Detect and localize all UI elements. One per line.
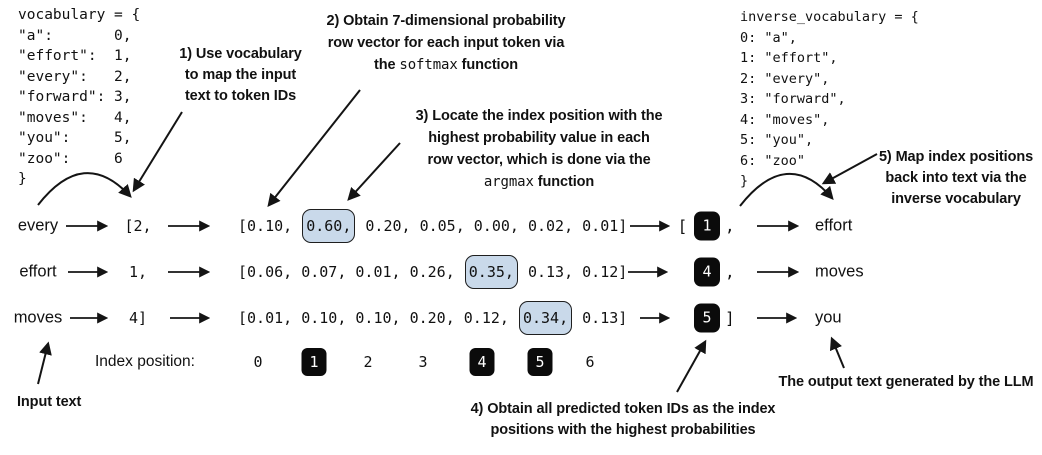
input-word: moves bbox=[13, 308, 63, 327]
index-cell-0: 0 bbox=[253, 353, 263, 371]
arrow-step3-pointer bbox=[347, 142, 401, 201]
index-cell-6: 6 bbox=[585, 353, 595, 371]
predicted-id-box: 4 bbox=[694, 257, 720, 287]
input-word: effort bbox=[19, 262, 57, 281]
step1-line: to map the input bbox=[184, 67, 297, 83]
step1-line: 1) Use vocabulary bbox=[179, 46, 302, 62]
input-word: every bbox=[17, 216, 59, 235]
arrow-step2-pointer bbox=[267, 89, 361, 208]
inverse-vocabulary-code: inverse_vocabulary = { 0: "a", 1: "effor… bbox=[740, 9, 919, 189]
step3-line: 3) Locate the index position with the bbox=[415, 108, 663, 124]
step2-annotation: 2) Obtain 7-dimensional probability row … bbox=[315, 10, 577, 76]
step3-annotation: 3) Locate the index position with the hi… bbox=[395, 105, 683, 193]
argmax-code-word: argmax bbox=[483, 174, 534, 190]
predicted-id-group: [1, bbox=[676, 211, 735, 241]
index-cell-1-highlighted: 1 bbox=[301, 348, 327, 376]
index-position-label: Index position: bbox=[95, 353, 195, 370]
token-row-effort: effort 1, [0.06, 0.07, 0.01, 0.26, 0.35,… bbox=[0, 255, 1042, 289]
predicted-id-box: 5 bbox=[694, 303, 720, 333]
step5-line: inverse vocabulary bbox=[891, 191, 1021, 207]
step1-line: text to token IDs bbox=[184, 88, 297, 104]
token-row-every: every [2, [0.10, 0.60, 0.20, 0.05, 0.00,… bbox=[0, 209, 1042, 243]
step2-line: the softmax function bbox=[373, 57, 518, 73]
predicted-id-group: 4, bbox=[676, 257, 735, 287]
output-word: you bbox=[815, 308, 842, 327]
arrow-step1-pointer bbox=[132, 111, 183, 193]
step5-line: 5) Map index positions bbox=[878, 149, 1034, 165]
separator: , bbox=[725, 262, 735, 282]
argmax-highlight: 0.60, bbox=[302, 209, 356, 243]
output-word: moves bbox=[815, 262, 864, 281]
step5-line: back into text via the bbox=[885, 170, 1027, 186]
output-text-label: The output text generated by the LLM bbox=[778, 374, 1034, 390]
separator: ] bbox=[725, 308, 735, 328]
index-cell-5-highlighted: 5 bbox=[527, 348, 553, 376]
input-text-label: Input text bbox=[17, 394, 82, 410]
separator: , bbox=[725, 216, 735, 236]
step3-line: row vector, which is done via the bbox=[427, 152, 651, 168]
argmax-highlight: 0.34, bbox=[518, 301, 573, 335]
step2-line: 2) Obtain 7-dimensional probability bbox=[326, 13, 566, 29]
step4-annotation: 4) Obtain all predicted token IDs as the… bbox=[442, 399, 804, 441]
predicted-id-box: 1 bbox=[694, 211, 720, 241]
token-row-moves: moves 4] [0.01, 0.10, 0.10, 0.20, 0.12, … bbox=[0, 301, 1042, 335]
step4-line: positions with the highest probabilities bbox=[490, 422, 756, 438]
step5-annotation: 5) Map index positions back into text vi… bbox=[866, 147, 1042, 210]
step3-line: argmax function bbox=[483, 174, 595, 190]
index-position-row: Index position: 0 1 2 3 4 5 6 bbox=[0, 346, 1042, 378]
step3-line: highest probability value in each bbox=[428, 130, 650, 146]
step1-annotation: 1) Use vocabulary to map the input text … bbox=[158, 44, 323, 107]
softmax-code-word: softmax bbox=[399, 57, 458, 73]
index-cell-2: 2 bbox=[363, 353, 373, 371]
step4-line: 4) Obtain all predicted token IDs as the… bbox=[470, 401, 776, 417]
probability-vector: [0.10, 0.60, 0.20, 0.05, 0.00, 0.02, 0.0… bbox=[238, 209, 627, 243]
step2-line: row vector for each input token via bbox=[327, 35, 565, 51]
token-id: [2, bbox=[124, 217, 152, 235]
probability-vector: [0.01, 0.10, 0.10, 0.20, 0.12, 0.34, 0.1… bbox=[238, 301, 627, 335]
token-id: 1, bbox=[128, 263, 148, 281]
index-cell-4-highlighted: 4 bbox=[469, 348, 495, 376]
predicted-id-group: 5] bbox=[676, 303, 735, 333]
probability-vector: [0.06, 0.07, 0.01, 0.26, 0.35, 0.13, 0.1… bbox=[238, 255, 627, 289]
output-word: effort bbox=[815, 216, 853, 235]
index-cell-3: 3 bbox=[418, 353, 428, 371]
token-id: 4] bbox=[128, 309, 148, 327]
vocabulary-code: vocabulary = { "a": 0, "effort": 1, "eve… bbox=[18, 7, 141, 187]
bracket-open: [ bbox=[677, 216, 688, 236]
argmax-highlight: 0.35, bbox=[464, 255, 518, 289]
